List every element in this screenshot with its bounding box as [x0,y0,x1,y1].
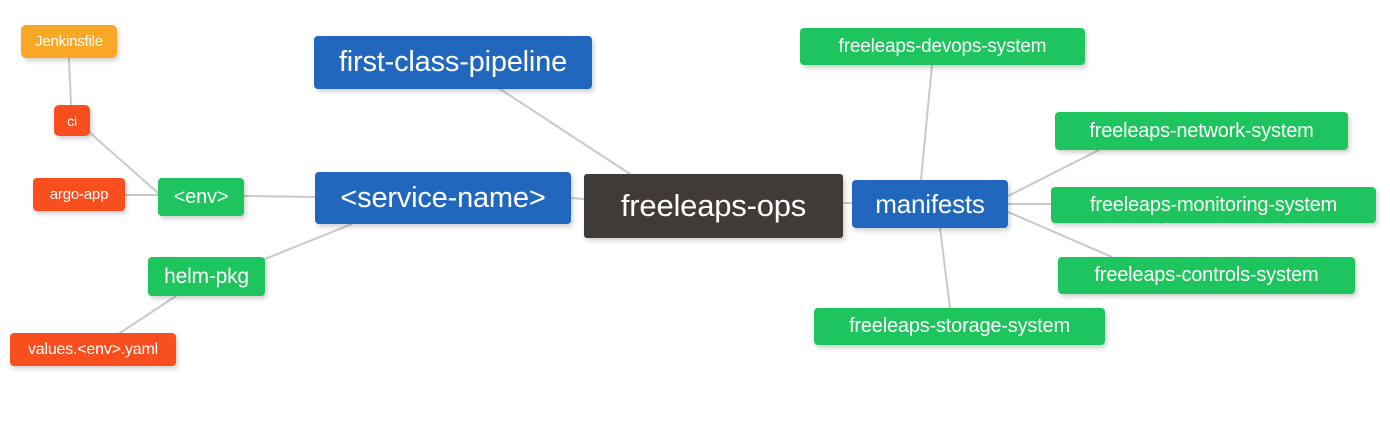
node-argo-app[interactable]: argo-app [33,178,125,211]
node-ci[interactable]: ci [54,105,90,136]
edge-manifests-to-controls [1007,211,1113,258]
node-monitoring[interactable]: freeleaps-monitoring-system [1051,187,1376,223]
edge-service-name-to-helm-pkg [264,223,353,260]
edge-manifests-to-storage [939,227,951,309]
edge-env-to-service-name [243,195,316,198]
node-manifests[interactable]: manifests [852,180,1008,228]
edge-ci-to-env [87,130,159,194]
node-network[interactable]: freeleaps-network-system [1055,112,1348,150]
node-helm-pkg[interactable]: helm-pkg [148,257,265,296]
node-pipeline[interactable]: first-class-pipeline [314,36,592,89]
edge-pipeline-to-root [499,88,631,175]
edge-manifests-to-network [1007,149,1100,197]
edge-service-name-to-root [570,197,585,200]
node-root[interactable]: freeleaps-ops [584,174,843,238]
node-service-name[interactable]: <service-name> [315,172,571,224]
node-devops[interactable]: freeleaps-devops-system [800,28,1085,65]
edge-helm-pkg-to-values-yaml [119,295,177,334]
node-env[interactable]: <env> [158,178,244,216]
node-jenkinsfile[interactable]: Jenkinsfile [21,25,117,58]
edge-manifests-to-devops [920,64,933,181]
edge-jenkinsfile-to-ci [68,57,72,106]
node-values-yaml[interactable]: values.<env>.yaml [10,333,176,366]
node-controls[interactable]: freeleaps-controls-system [1058,257,1355,294]
node-storage[interactable]: freeleaps-storage-system [814,308,1105,345]
